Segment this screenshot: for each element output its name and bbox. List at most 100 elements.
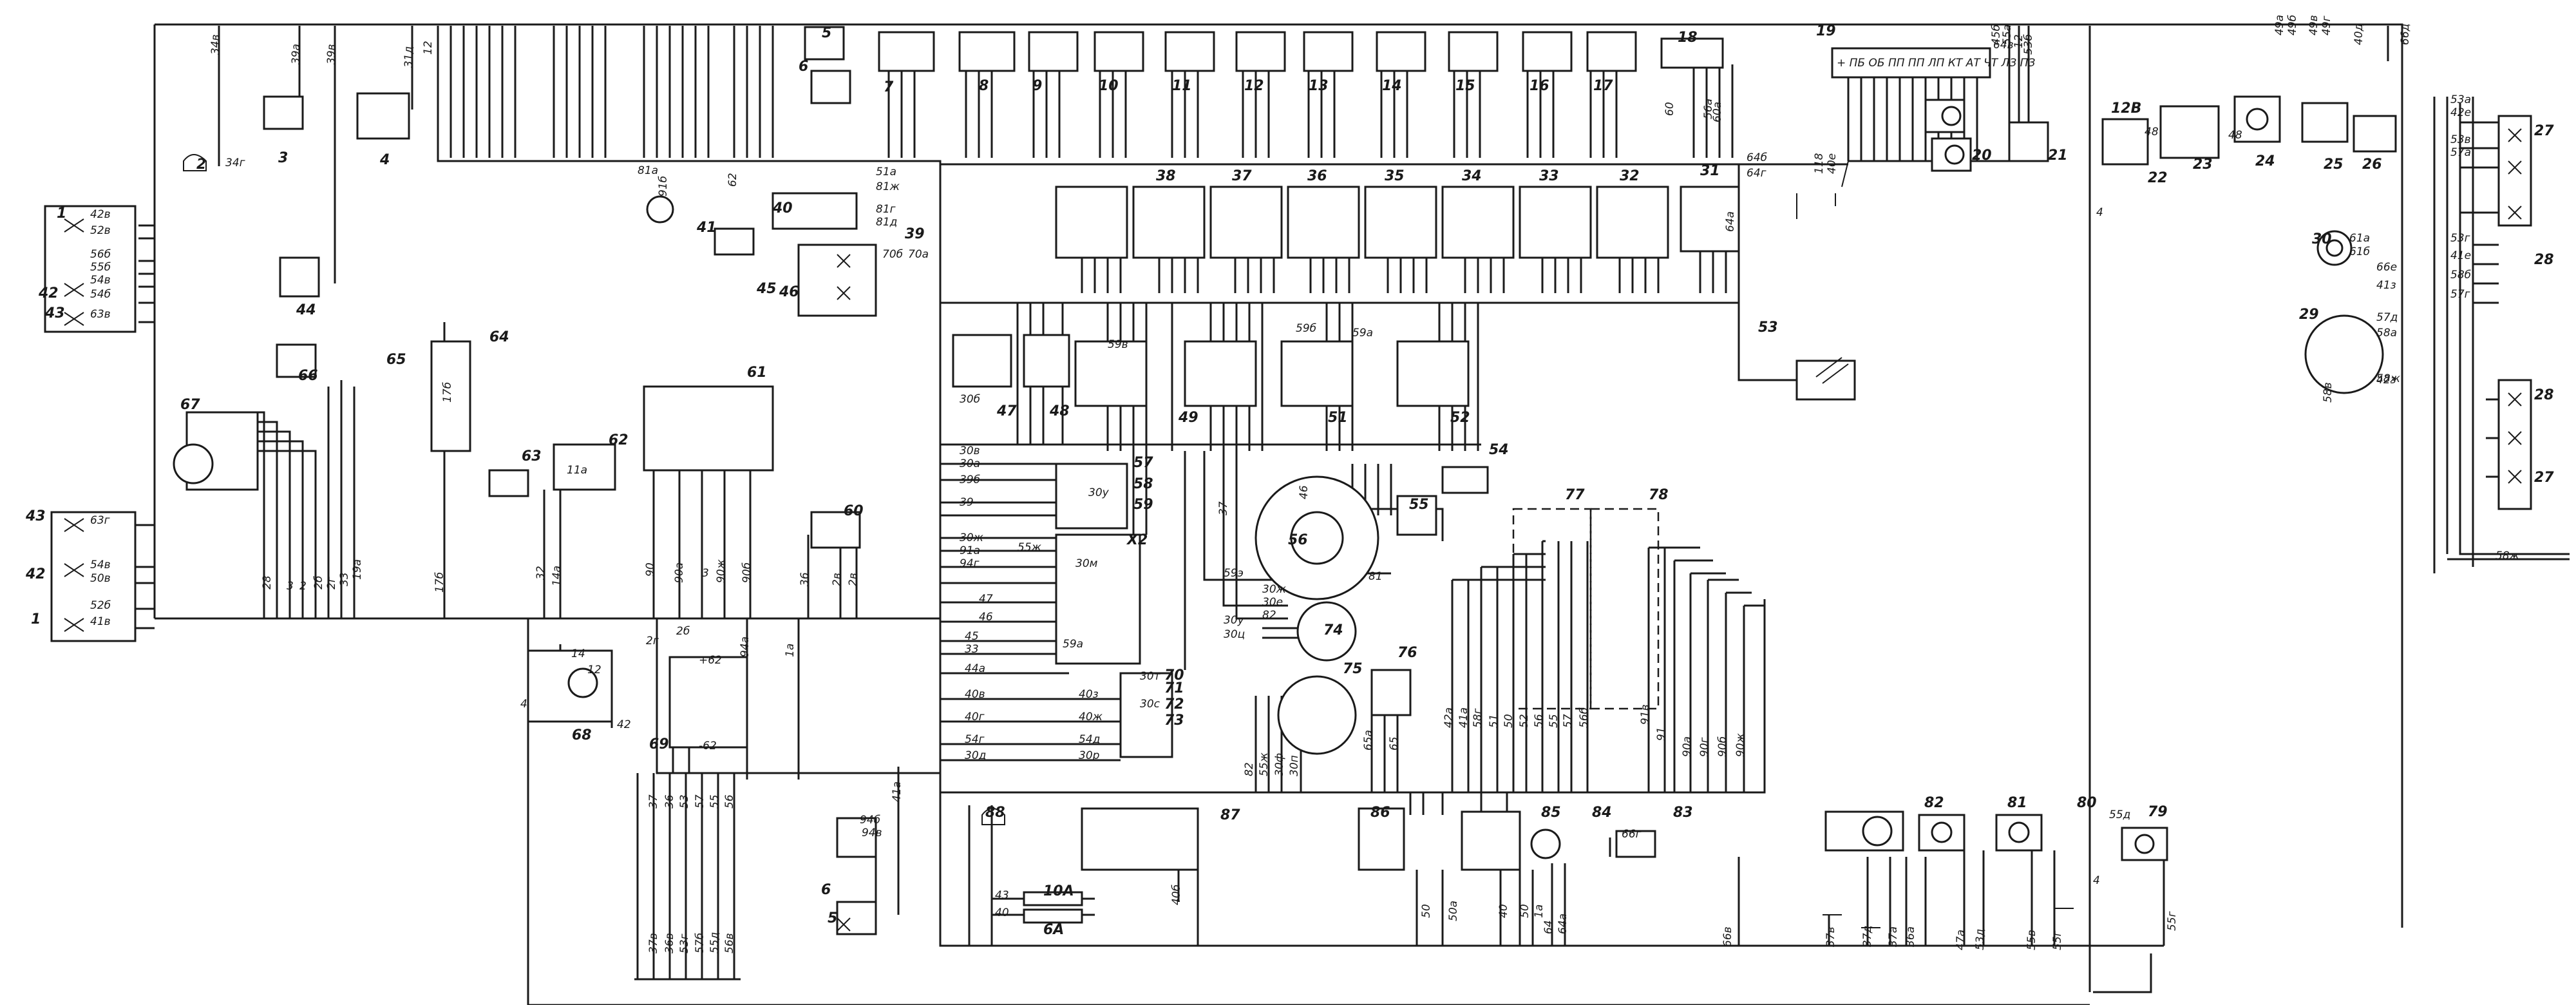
wire-label: 47	[979, 593, 993, 606]
wire-label: 42в	[90, 208, 111, 221]
wire-label: 4	[2096, 206, 2103, 219]
component-number: 20	[1972, 148, 1992, 164]
wire-label: 55б	[90, 261, 111, 274]
wire-label: 55ж	[1258, 752, 1271, 776]
wire-label: 81ж	[876, 180, 900, 193]
component-number: 51	[1328, 410, 1348, 426]
component-number: 78	[1649, 487, 1669, 503]
component-number: 38	[1156, 168, 1176, 184]
component-number: 77	[1565, 487, 1585, 503]
wire-label: 64а	[1557, 914, 1569, 934]
component-number: 61	[747, 365, 767, 381]
wire-label: 4	[2093, 874, 2100, 887]
wire-label: 90б	[741, 562, 753, 583]
wire-label: 64г	[1747, 167, 1766, 180]
fuse-label: 10A	[1043, 883, 1074, 899]
wire-label: 50	[1420, 904, 1433, 918]
component-number: 28	[2534, 252, 2554, 268]
wire-label: 64	[1542, 920, 1555, 934]
component-number: 10	[1099, 78, 1119, 94]
wire-label: 59а	[1063, 638, 1083, 651]
wire-label: 118	[1813, 153, 1826, 174]
wire-label: 37	[647, 794, 660, 809]
wire-label: 14а	[551, 566, 564, 586]
wire-label: 2г	[325, 577, 338, 589]
component-number: 56	[1288, 532, 1308, 548]
component-number: 57	[1133, 455, 1153, 471]
wire-label: 3	[702, 567, 709, 580]
component-number: 43	[44, 305, 65, 321]
component-number: 11	[1172, 78, 1192, 94]
wire-label: 42з	[2376, 374, 2396, 387]
wire-label: 2б	[676, 625, 690, 638]
wire-label: 94б	[860, 814, 880, 827]
component-number: 30	[2312, 231, 2332, 247]
wire-label: 58г	[1472, 708, 1484, 728]
wire-label: 70б	[882, 248, 903, 261]
component-number: 84	[1592, 805, 1612, 821]
wire-label: 66д	[2399, 24, 2412, 45]
component-number: 81	[2007, 795, 2027, 811]
component-number: 17	[1593, 78, 1613, 94]
wire-label: 45б	[1990, 24, 2003, 45]
component-number: 42	[38, 285, 59, 302]
wire-label: 41з	[2376, 279, 2396, 292]
wire-label: 57г	[2450, 288, 2470, 301]
component-number: 25	[2324, 157, 2344, 173]
wire-label: 57	[694, 794, 706, 809]
wire-label: 30м	[1075, 557, 1098, 570]
wire-label: 58ж	[2376, 372, 2401, 385]
component-number: 28	[2534, 387, 2554, 403]
wire-label: 90ж	[715, 559, 728, 583]
component-number: 62	[609, 432, 629, 448]
wire-label: 55	[708, 794, 721, 809]
component-boxes	[44, 26, 2532, 935]
wire-label: 90г	[1698, 737, 1711, 757]
wire-label: 49г	[2320, 15, 2333, 35]
wire-label: 82	[1243, 762, 1256, 776]
wire-label: 90б	[1716, 736, 1729, 757]
connector-19-pins: + ПБ ОБ ПП ПП ЛП КТ АТ ЧТ ЛЗ ПЗ	[1837, 57, 2035, 70]
wire-label: 56б	[90, 248, 111, 261]
wire-label: 40е	[1826, 153, 1839, 174]
wire-label: 1а	[784, 644, 797, 657]
component-number: 87	[1220, 807, 1240, 823]
wire-label: 55г	[2166, 911, 2179, 931]
wire-label: 2	[299, 580, 307, 593]
component-number: 80	[2077, 795, 2097, 811]
wire-label: 44а	[965, 662, 985, 675]
wire-label: 70а	[908, 248, 929, 261]
wire-label: 94а	[739, 636, 752, 657]
component-symbols	[64, 106, 2522, 932]
component-number: 54	[1489, 442, 1509, 458]
wire-label: 48	[2228, 129, 2242, 142]
wire-label: 55	[1548, 714, 1560, 728]
wire-label: 53а	[2450, 93, 2471, 106]
wire-label: 66г	[1622, 828, 1642, 841]
wire-label: 30п	[1288, 755, 1301, 776]
wire-label: 55д	[2109, 809, 2130, 821]
wire-label: 81а	[638, 164, 658, 177]
component-number: 55	[1409, 497, 1429, 513]
component-number: 16	[1530, 78, 1549, 94]
wire-label: 51а	[876, 166, 896, 178]
component-number: 39	[905, 226, 925, 242]
wire-label: 39	[960, 496, 974, 509]
wire-label: 30ф	[1273, 753, 1286, 776]
wire-label: 81г	[876, 203, 896, 216]
component-number: 72	[1164, 696, 1184, 713]
wire-label: 54в	[90, 274, 111, 287]
wire-label: 37д	[1861, 926, 1874, 947]
component-number: 40	[772, 200, 793, 216]
wire-label: 40в	[965, 688, 985, 701]
component-number: 1	[57, 206, 66, 222]
wire-label: 50	[1502, 714, 1515, 728]
wire-label: 90а	[1681, 736, 1694, 757]
component-number: 79	[2148, 804, 2168, 820]
component-number: 67	[180, 397, 200, 413]
wire-label: 30т	[1140, 670, 1161, 683]
wire-label: 55г	[2051, 930, 2064, 950]
wire-label: 50а	[1447, 901, 1460, 921]
